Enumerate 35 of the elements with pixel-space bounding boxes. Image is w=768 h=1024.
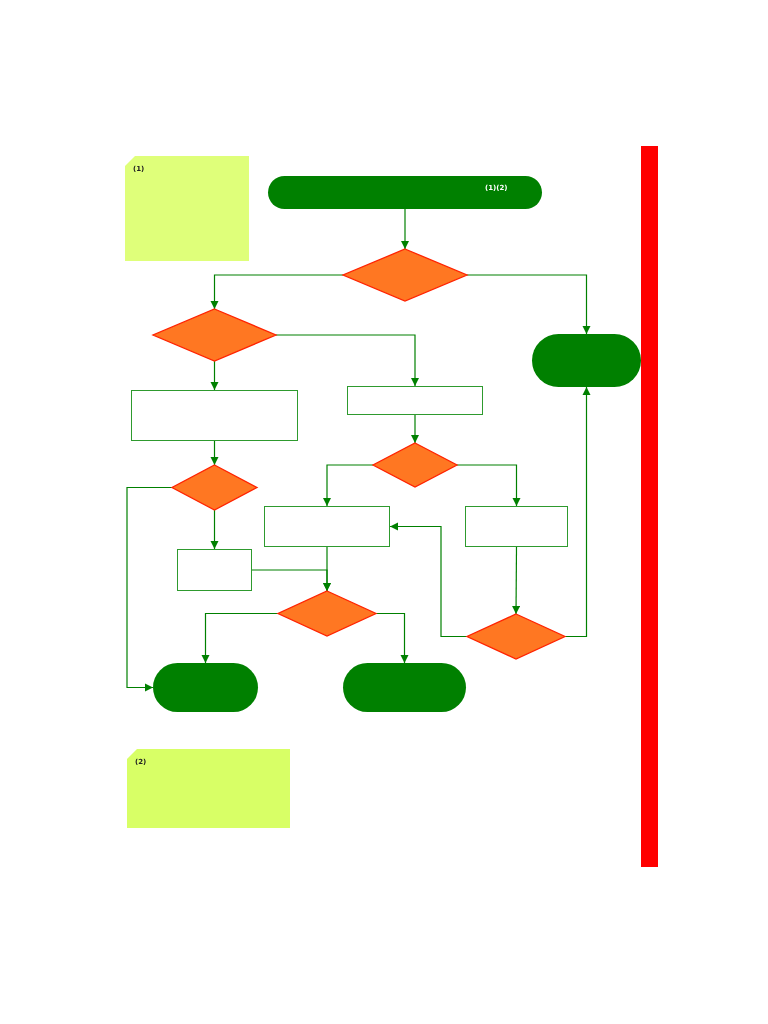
decision-diamond	[172, 465, 257, 510]
arrow	[210, 440, 219, 466]
arrow	[375, 612, 409, 664]
arrow	[466, 274, 591, 335]
process-box	[264, 506, 390, 547]
process-box	[131, 390, 298, 441]
arrow	[322, 464, 374, 507]
decision-diamond	[153, 309, 276, 361]
arrow	[201, 612, 279, 664]
terminal-pill	[153, 663, 258, 712]
process-box	[465, 506, 568, 547]
decision-diamond	[373, 443, 457, 487]
decision-diamond	[278, 591, 376, 636]
process-box	[347, 386, 483, 415]
arrow	[389, 522, 468, 638]
arrow	[210, 509, 219, 550]
arrow	[410, 414, 420, 444]
decision-diamond	[343, 249, 467, 301]
terminal-pill	[532, 334, 641, 387]
arrow	[456, 464, 521, 507]
terminal-pill	[268, 176, 542, 209]
arrow	[400, 208, 410, 250]
arrow	[126, 486, 173, 692]
arrow	[275, 334, 420, 387]
arrow	[511, 546, 521, 615]
arrow	[210, 274, 344, 310]
decision-diamond	[467, 614, 565, 659]
process-box	[177, 549, 252, 591]
arrow	[322, 546, 332, 592]
arrow	[210, 360, 219, 391]
side-bar	[641, 146, 658, 867]
note-card	[125, 156, 249, 261]
terminal-pill	[343, 663, 466, 712]
arrow	[564, 386, 591, 638]
note-card	[127, 749, 290, 828]
